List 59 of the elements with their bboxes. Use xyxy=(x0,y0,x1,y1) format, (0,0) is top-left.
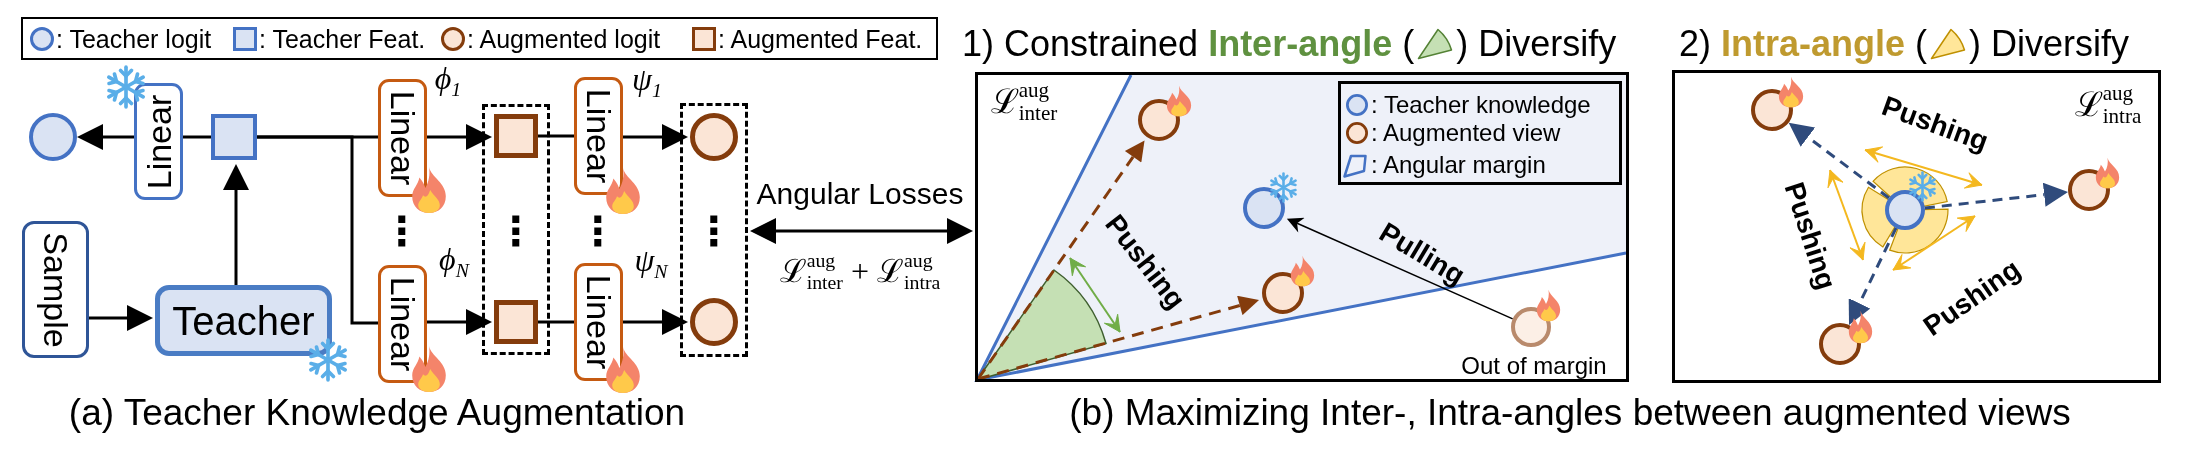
dashed-arrow xyxy=(1924,182,2069,210)
panel-heading: 2) Intra-angle ( xyxy=(1679,26,1928,62)
symbol-label: ψ$_{N}$ xyxy=(634,244,668,282)
dashed-group-box xyxy=(482,104,550,355)
node-label: Linear xyxy=(385,276,420,372)
legend-label: : Augmented view xyxy=(1371,121,1561,145)
connector-line xyxy=(183,135,211,139)
node-label: Teacher xyxy=(172,300,315,341)
logit-circle xyxy=(690,298,738,346)
arrow xyxy=(623,124,688,150)
arrow xyxy=(623,309,688,335)
connector-line xyxy=(538,320,574,324)
annotation-label: Out of margin xyxy=(1461,354,1607,378)
node-label: Linear xyxy=(581,88,616,184)
legend-label: : Augmented Feat. xyxy=(718,26,923,52)
dashed-arrow xyxy=(1848,227,1898,325)
dashed-arrow xyxy=(977,295,1260,381)
feature-square xyxy=(494,114,538,158)
teacher-model-box xyxy=(155,285,332,356)
figure-caption: (a) Teacher Knowledge Augmentation xyxy=(68,393,686,431)
ellipsis-dots: ⋮ xyxy=(496,211,536,251)
arrow xyxy=(1286,217,1514,320)
dashed-arrow xyxy=(976,140,1145,380)
panel-heading: 1) Constrained Inter-angle ( xyxy=(962,26,1415,62)
legend-label: : Teacher knowledge xyxy=(1371,93,1591,117)
dashed-arrow xyxy=(1788,122,1890,200)
input-box xyxy=(22,221,89,358)
arrow xyxy=(427,309,492,335)
legend-label: : Teacher logit xyxy=(56,26,212,52)
feature-square xyxy=(211,114,257,160)
logit-circle xyxy=(29,113,77,161)
panel-heading: ) Diversify xyxy=(1969,26,2130,62)
arrow xyxy=(427,124,492,150)
arrow xyxy=(223,164,249,285)
node-label: Linear xyxy=(385,90,420,186)
linear-layer-box xyxy=(134,83,183,200)
node-label: Sample xyxy=(38,231,73,348)
node-label: Linear xyxy=(141,94,176,189)
panel-heading: ) Diversify xyxy=(1456,26,1617,62)
node-label: Linear xyxy=(581,274,616,370)
ellipsis-dots: ⋮ xyxy=(694,211,734,251)
symbol-label: ϕ$_{N}$ xyxy=(439,243,469,281)
dashed-group-box xyxy=(680,103,748,357)
double-arrow xyxy=(750,218,973,244)
logit-circle xyxy=(690,113,738,161)
arrow xyxy=(77,124,134,150)
legend-label: : Augmented logit xyxy=(467,26,661,52)
arrow xyxy=(89,305,153,331)
annotation-label: Pushing xyxy=(1779,179,1841,293)
connector-line xyxy=(257,135,378,325)
symbol-label: ϕ$_{1}$ xyxy=(434,62,462,100)
ellipsis-dots: ⋮ xyxy=(578,211,618,251)
figure-caption: (b) Maximizing Inter-, Intra-angles between augmented views xyxy=(1069,393,2071,431)
symbol-label: ψ$_{1}$ xyxy=(632,63,662,101)
feature-square xyxy=(494,300,538,344)
ellipsis-dots: ⋮ xyxy=(382,211,422,251)
connector-line xyxy=(538,134,574,138)
legend-label: : Teacher Feat. xyxy=(259,26,426,52)
legend-label: : Angular margin xyxy=(1371,153,1546,177)
